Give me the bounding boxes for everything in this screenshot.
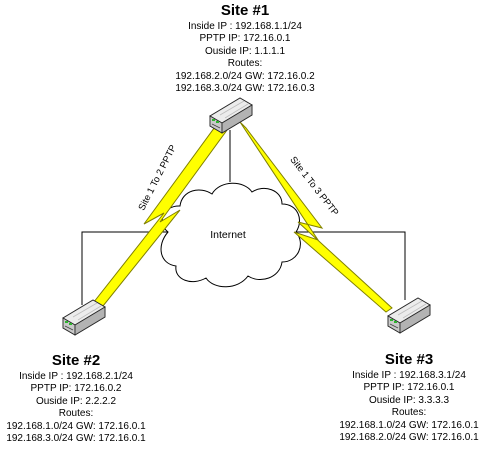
site3-inside-ip: Inside IP : 192.168.3.1/24 [352,370,466,381]
router-icon-site2 [62,299,106,336]
site1-route: 192.168.3.0/24 GW: 172.16.0.3 [175,83,315,95]
site2-route: 192.168.1.0/24 GW: 172.16.0.1 [6,420,146,432]
site1-inside-ip: Inside IP : 192.168.1.1/24 [188,21,302,32]
cloud-label: Internet [210,229,246,241]
site2-info: Site #2 Inside IP : 192.168.2.1/24 PPTP … [0,352,152,445]
site1-outside-ip: Ouside IP: 1.1.1.1 [204,45,286,57]
site1-routes-label: Routes: [227,58,263,70]
site2-route: 192.168.3.0/24 GW: 172.16.0.1 [6,433,146,445]
cloud-icon: Internet [160,182,301,288]
site3-routes-label: Routes: [391,407,427,419]
link-site2-cloud [81,231,180,305]
router-icon-site3 [387,297,431,334]
site3-info: Site #3 Inside IP : 192.168.3.1/24 PPTP … [333,351,485,444]
site2-outside-ip: Ouside IP: 2.2.2.2 [35,395,117,407]
site1-info: Site #1 Inside IP : 192.168.1.1/24 PPTP … [145,2,345,95]
site2-routes-label: Routes: [58,408,94,420]
site3-route: 192.168.1.0/24 GW: 172.16.0.1 [339,419,479,431]
site1-title: Site #1 [220,2,270,19]
site2-pptp-ip: PPTP IP: 172.16.0.2 [30,383,122,395]
link-site3-cloud [296,231,406,300]
site3-pptp-ip: PPTP IP: 172.16.0.1 [363,382,455,394]
site3-route: 192.168.2.0/24 GW: 172.16.0.1 [339,432,479,444]
site2-inside-ip: Inside IP : 192.168.2.1/24 [19,371,133,382]
site3-title: Site #3 [384,351,434,368]
connection-lines [81,130,406,305]
site2-title: Site #2 [51,352,101,369]
site1-route: 192.168.2.0/24 GW: 172.16.0.2 [175,70,315,82]
site3-outside-ip: Ouside IP: 3.3.3.3 [368,394,450,406]
lightning-bolt-icon [239,121,393,313]
site1-pptp-ip: PPTP IP: 172.16.0.1 [199,33,291,45]
